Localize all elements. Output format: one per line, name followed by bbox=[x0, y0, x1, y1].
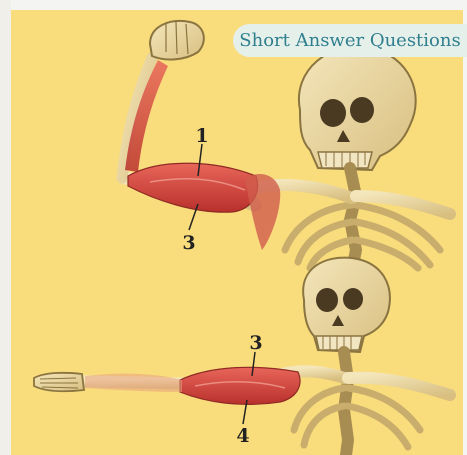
short-answer-questions-badge: Short Answer Questions bbox=[233, 24, 467, 57]
label-top-3: 3 bbox=[182, 232, 195, 254]
bottom-ribcage bbox=[294, 388, 420, 447]
label-bottom-3: 3 bbox=[249, 332, 262, 354]
label-top-1: 1 bbox=[195, 125, 208, 147]
top-skull bbox=[299, 47, 416, 170]
top-skeleton bbox=[122, 21, 450, 270]
top-ribcage bbox=[285, 205, 440, 268]
label-bottom-4: 4 bbox=[236, 425, 249, 447]
bottom-skull bbox=[303, 258, 390, 352]
